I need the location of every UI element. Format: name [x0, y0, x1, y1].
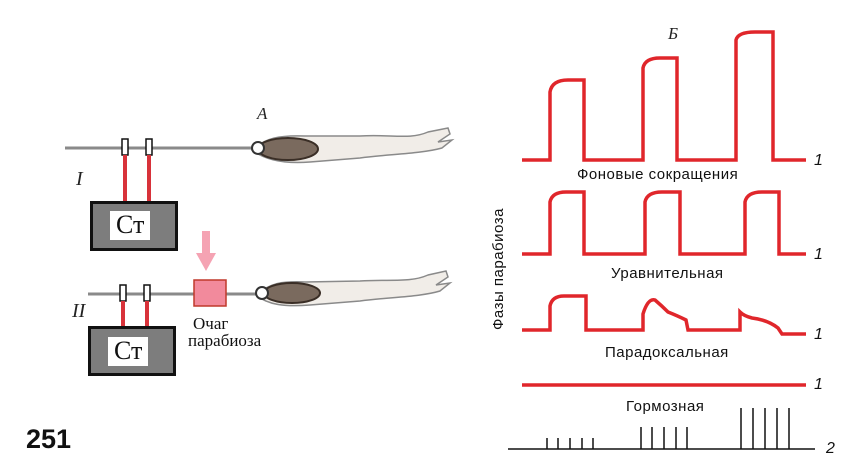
stimulator-2-box [88, 326, 176, 376]
electrode-1b [145, 138, 153, 156]
muscle-2 [263, 282, 321, 304]
phase-label-inhibitory: Гормозная [626, 398, 705, 415]
panel-b-label: Б [668, 24, 679, 43]
electrode-2b [143, 284, 151, 302]
focus-caption-line2: парабиоза [188, 331, 262, 350]
phase-label-background: Фоновые сокращения [577, 166, 739, 183]
electrode-1a [121, 138, 129, 156]
trace-background [522, 30, 806, 162]
stimulator-1-label: Ст [110, 211, 151, 240]
phase-label-equalization: Уравнительная [611, 265, 724, 282]
setup-2-label: II [72, 300, 86, 322]
trace-equalization [522, 190, 806, 256]
trace-number-background: 1 [814, 152, 823, 169]
setup-1-diagram [65, 127, 455, 202]
focus-caption: Очаг парабиоза [188, 315, 261, 349]
panel-a-label: А [257, 104, 268, 123]
trace-paradoxical [522, 294, 806, 336]
stimulator-2-label: Ст [108, 337, 149, 366]
page-number: 251 [26, 424, 72, 454]
electrode-2a [119, 284, 127, 302]
trace-number-paradoxical: 1 [814, 326, 823, 343]
trace-number-equalization: 1 [814, 246, 823, 263]
setup-1-label: I [76, 168, 83, 190]
trace-number-stimulus: 2 [826, 440, 835, 457]
phase-label-paradoxical: Парадоксальная [605, 344, 729, 361]
stimulus-spikes [546, 408, 790, 449]
phase-traces [508, 30, 815, 450]
parabiosis-focus [193, 279, 227, 307]
setup-2-diagram [88, 231, 453, 327]
trace-number-inhibitory: 1 [814, 376, 823, 393]
stimulator-1-box [90, 201, 178, 251]
muscle-1 [257, 137, 319, 161]
focus-caption-line1: Очаг [193, 314, 229, 333]
